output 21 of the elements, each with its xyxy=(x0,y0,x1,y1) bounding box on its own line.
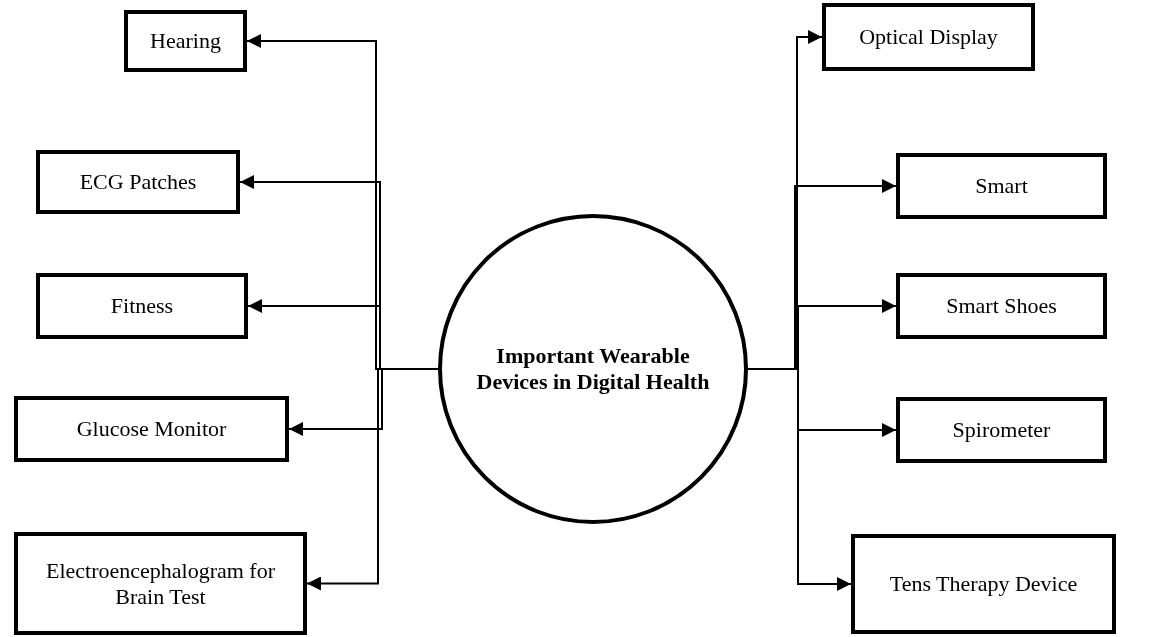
device-box xyxy=(36,273,248,339)
node-label: Glucose Monitor xyxy=(76,416,227,442)
device-box xyxy=(822,3,1035,71)
device-box xyxy=(896,397,1107,463)
node-label: Smart xyxy=(975,173,1028,199)
node-label: ECG Patches xyxy=(79,169,197,195)
device-box xyxy=(124,10,247,72)
device-box xyxy=(896,273,1107,339)
device-box xyxy=(14,532,307,635)
device-box xyxy=(36,150,240,214)
node-label: Important Wearable Devices in Digital Health xyxy=(475,343,711,395)
device-box xyxy=(851,534,1116,634)
node-label: Spirometer xyxy=(952,417,1051,443)
device-box xyxy=(896,153,1107,219)
node-label: Tens Therapy Device xyxy=(889,571,1078,597)
node-label: Electroencephalogram for Brain Test xyxy=(44,557,276,610)
node-label: Hearing xyxy=(150,28,221,54)
node-label: Smart Shoes xyxy=(946,293,1057,319)
node-label: Optical Display xyxy=(859,24,998,50)
node-label: Fitness xyxy=(110,293,174,319)
device-box xyxy=(14,396,289,462)
